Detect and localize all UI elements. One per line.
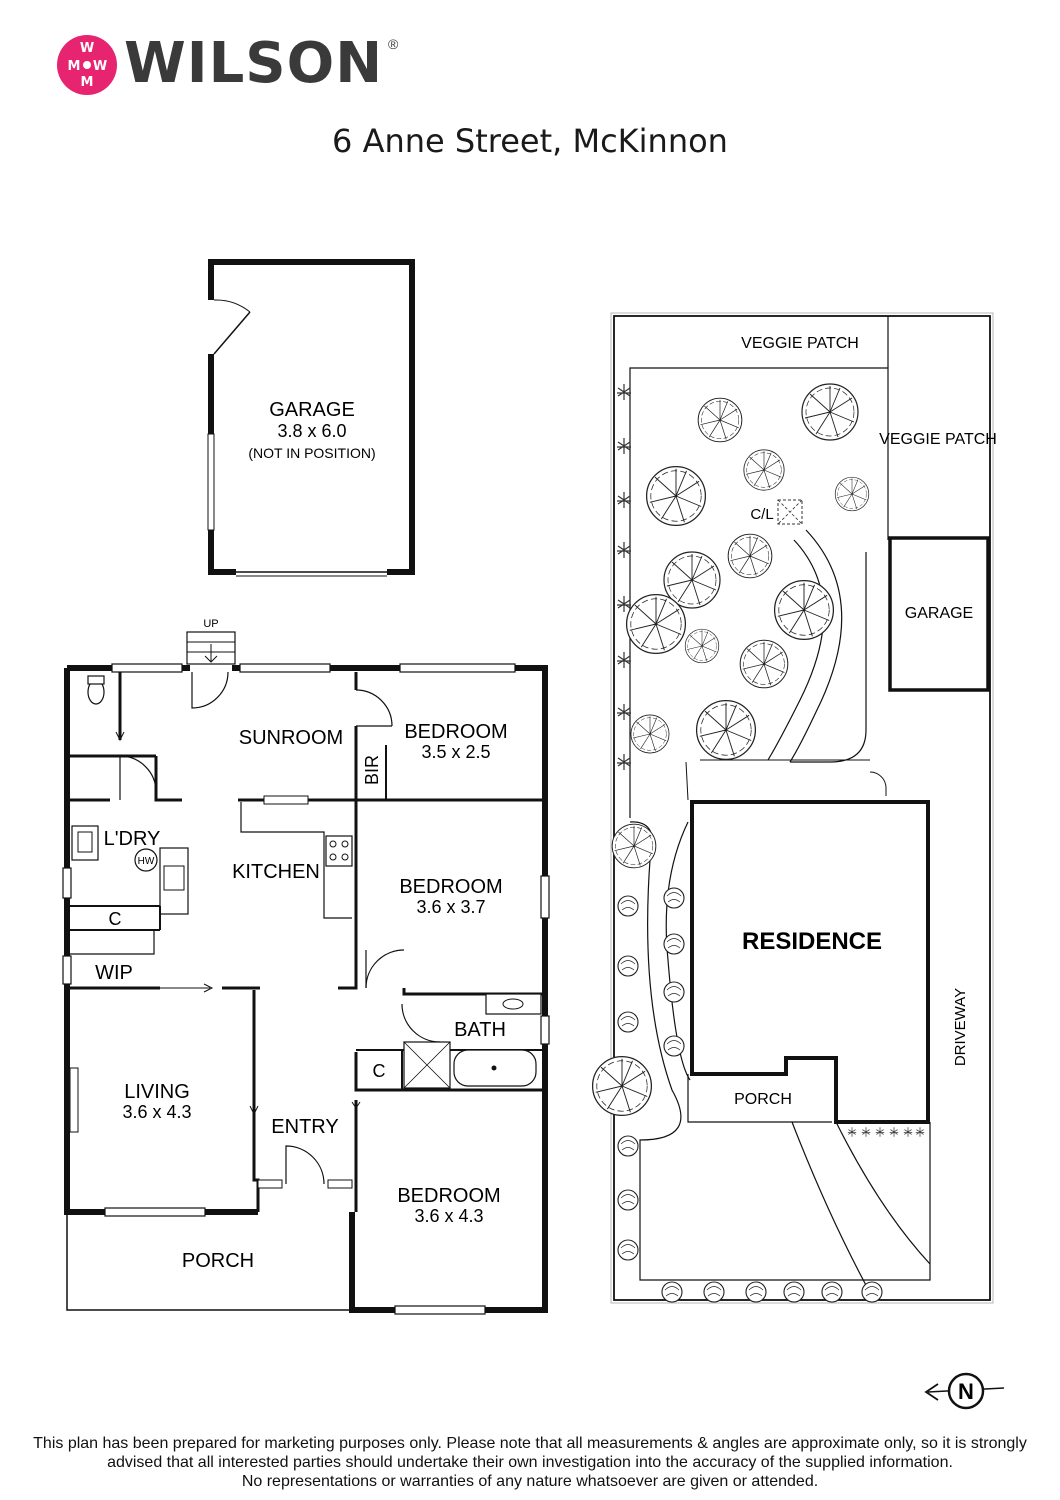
cupboard1-label: C	[109, 909, 122, 929]
bedroom2-label: BEDROOM	[399, 876, 502, 898]
garage-dims: 3.8 x 6.0	[277, 421, 346, 441]
bir-label: BIR	[362, 755, 382, 785]
clothesline-label: C/L	[750, 506, 773, 523]
living-dims: 3.6 x 4.3	[122, 1102, 191, 1122]
kitchen-label: KITCHEN	[232, 861, 320, 883]
compass-label: N	[958, 1379, 974, 1404]
site-porch-label: PORCH	[734, 1091, 792, 1108]
bath-label: BATH	[454, 1019, 506, 1041]
hot-water-label: HW	[138, 856, 155, 867]
garage-label: GARAGE	[269, 399, 355, 421]
disclaimer: This plan has been prepared for marketin…	[30, 1434, 1030, 1491]
bedroom3-dims: 3.6 x 4.3	[414, 1206, 483, 1226]
house-walls	[62, 631, 550, 1315]
clothesline-icon	[777, 499, 803, 525]
laundry-label: L'DRY	[104, 828, 161, 850]
floor-plan-drawing: GARAGE 3.8 x 6.0 (NOT IN POSITION)	[62, 259, 1005, 1410]
property-address: 6 Anne Street, McKinnon	[332, 122, 728, 160]
wip-label: WIP	[95, 962, 133, 984]
garage-outline	[207, 259, 415, 577]
svg-text:W: W	[80, 41, 94, 56]
svg-text:M: M	[81, 75, 94, 90]
wilson-flower-icon: W M W M	[57, 35, 117, 95]
stair-label: UP	[203, 618, 218, 630]
bedroom2-dims: 3.6 x 3.7	[416, 897, 485, 917]
bedroom1-dims: 3.5 x 2.5	[421, 742, 490, 762]
veggie-patch-side-label: VEGGIE PATCH	[879, 431, 997, 448]
svg-text:M: M	[68, 59, 81, 74]
disclaimer-line-2: advised that all interested parties shou…	[107, 1454, 953, 1471]
site-garage-label: GARAGE	[905, 605, 973, 622]
north-compass-icon	[924, 1372, 1005, 1410]
disclaimer-line-1: This plan has been prepared for marketin…	[33, 1435, 1027, 1452]
porch-label: PORCH	[182, 1250, 254, 1272]
garage-note: (NOT IN POSITION)	[248, 445, 375, 461]
residence-label: RESIDENCE	[742, 928, 882, 955]
site-boundary	[610, 312, 994, 1304]
sunroom-label: SUNROOM	[239, 727, 343, 749]
bedroom1-label: BEDROOM	[404, 721, 507, 743]
living-label: LIVING	[124, 1081, 190, 1103]
registered-mark: ®	[388, 36, 399, 52]
driveway-label: DRIVEWAY	[952, 988, 969, 1066]
veggie-patch-top-label: VEGGIE PATCH	[741, 335, 859, 352]
bedroom3-label: BEDROOM	[397, 1185, 500, 1207]
entry-label: ENTRY	[271, 1116, 338, 1138]
brand-logo: W M W M WILSON ®	[52, 30, 412, 100]
svg-text:W: W	[93, 59, 107, 74]
cupboard2-label: C	[373, 1061, 386, 1081]
brand-name: WILSON	[124, 31, 384, 96]
disclaimer-line-3: No representations or warranties of any …	[241, 1473, 819, 1490]
